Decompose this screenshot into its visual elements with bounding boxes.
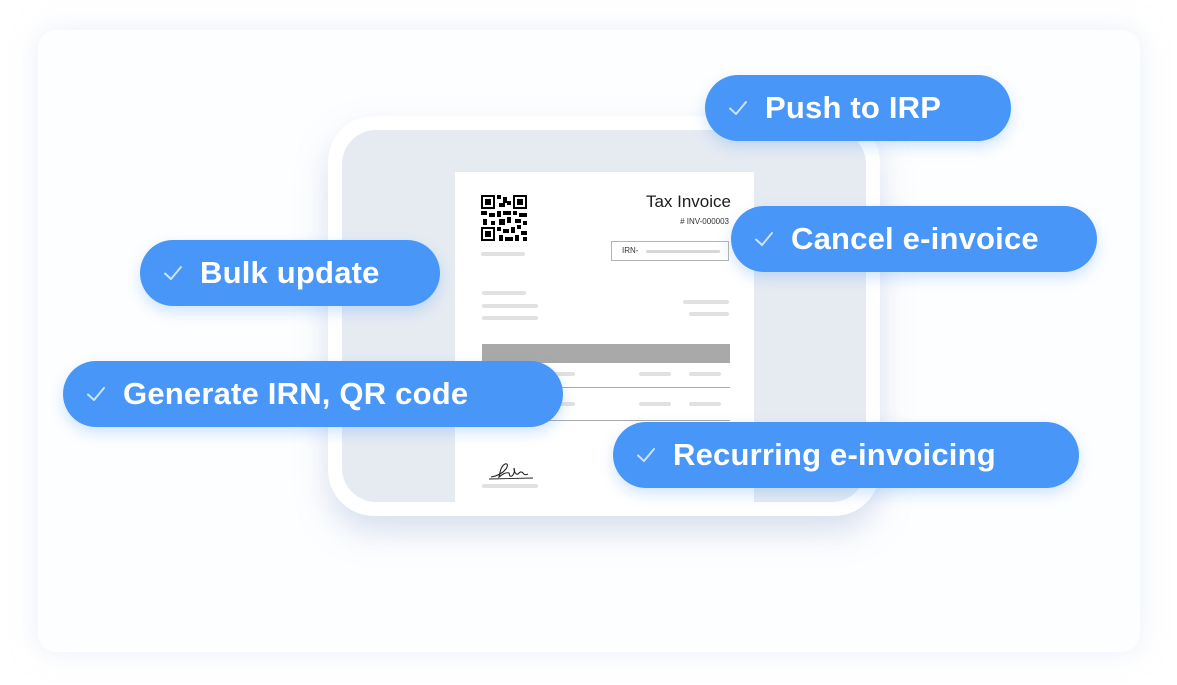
table-cell <box>639 372 671 376</box>
irn-field: IRN- <box>611 241 729 261</box>
date-line <box>689 312 729 316</box>
feature-label: Push to IRP <box>765 90 942 125</box>
qr-code-icon <box>481 195 527 241</box>
feature-label: Generate IRN, QR code <box>123 376 469 411</box>
check-icon <box>164 266 182 280</box>
table-header-bar <box>482 344 730 363</box>
address-line <box>482 304 538 308</box>
push-to-irp-badge: Push to IRP <box>705 75 1011 141</box>
address-line <box>482 291 526 295</box>
irn-label: IRN- <box>622 246 639 255</box>
invoice-title: Tax Invoice <box>645 192 731 211</box>
table-divider <box>482 420 730 421</box>
recurring-e-invoicing-badge: Recurring e-invoicing <box>613 422 1079 488</box>
cancel-e-invoice-badge: Cancel e-invoice <box>731 206 1097 272</box>
company-name-placeholder <box>481 252 525 256</box>
signatory-line <box>482 484 538 488</box>
check-icon <box>729 101 747 115</box>
check-icon <box>637 448 655 462</box>
table-cell <box>689 402 721 406</box>
bulk-update-badge: Bulk update <box>140 240 440 306</box>
check-icon <box>87 387 105 401</box>
feature-label: Cancel e-invoice <box>791 221 1039 256</box>
invoice-number: # INV-000003 <box>680 217 729 226</box>
table-divider <box>482 387 730 388</box>
table-cell <box>689 372 721 376</box>
feature-label: Recurring e-invoicing <box>673 437 996 472</box>
feature-label: Bulk update <box>200 255 380 290</box>
check-icon <box>755 232 773 246</box>
tablet-frame: Tax Invoice # INV-000003 IRN- <box>328 116 880 516</box>
table-cell <box>639 402 671 406</box>
date-line <box>683 300 729 304</box>
irn-value-placeholder <box>646 250 720 253</box>
generate-irn-qr-badge: Generate IRN, QR code <box>63 361 563 427</box>
address-line <box>482 316 538 320</box>
signature-icon <box>488 463 534 480</box>
